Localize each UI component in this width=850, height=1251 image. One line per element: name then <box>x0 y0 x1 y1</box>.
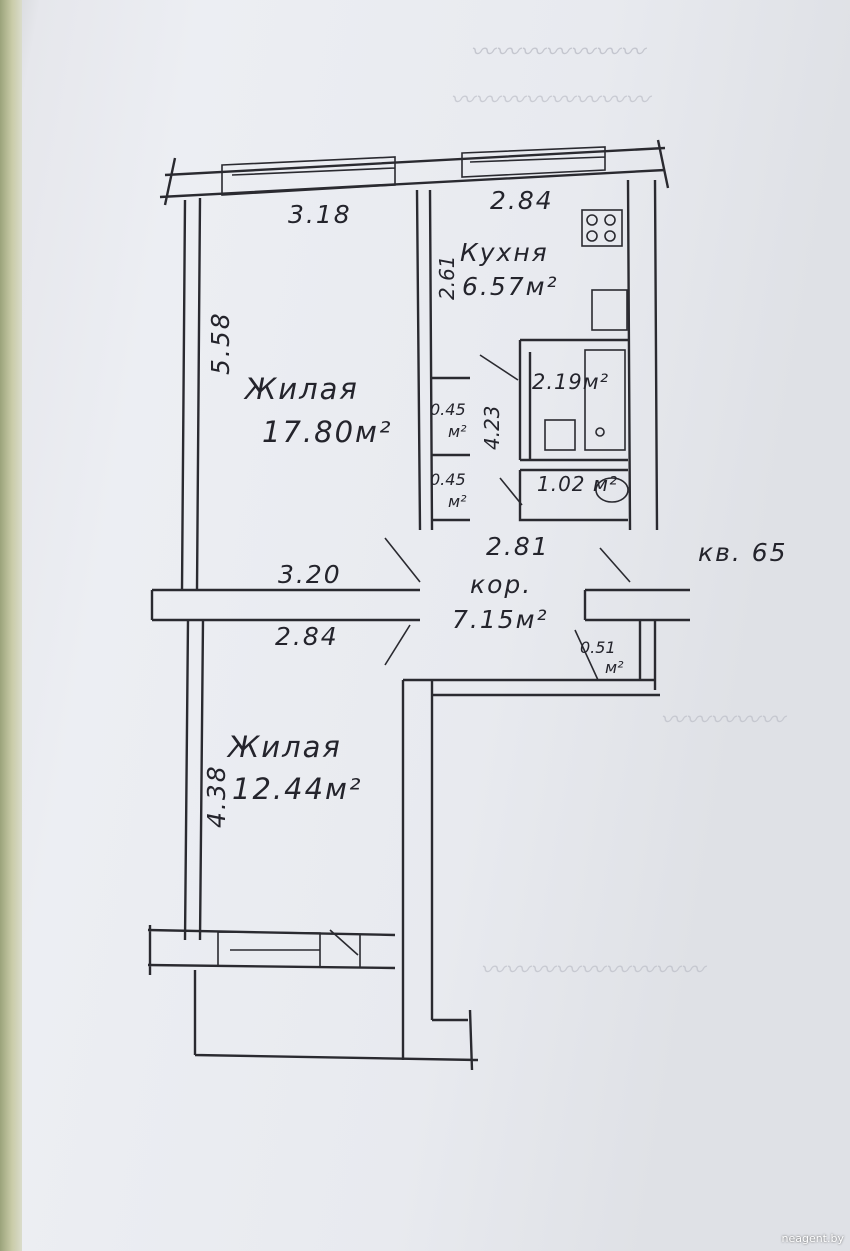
room-living-2-area: 12.44м² <box>232 772 363 806</box>
lower-corridor-wall <box>401 678 468 1060</box>
closet-walls <box>432 376 470 522</box>
room-corridor-area: 7.15м² <box>452 605 549 634</box>
niche-value: 0.51 <box>580 638 616 657</box>
show-through-scribble: 〰〰〰〰〰 <box>660 706 785 734</box>
room-corridor-name: кор. <box>470 570 533 599</box>
middle-partition <box>150 588 420 622</box>
washbasin-icon <box>544 419 576 451</box>
dimension-top-left: 3.18 <box>288 200 352 229</box>
closet-upper-unit: м² <box>448 422 467 441</box>
closet-lower-unit: м² <box>448 492 467 511</box>
corridor-right-wall <box>583 588 690 622</box>
bathroom-walls <box>518 338 628 522</box>
dimension-hall-side: 4.23 <box>480 405 504 450</box>
dimension-left-lower: 4.38 <box>202 764 231 828</box>
window-bottom <box>217 931 321 968</box>
right-exterior-wall <box>626 179 659 531</box>
door-swing <box>384 537 421 666</box>
room-living-1-area: 17.80м² <box>262 415 393 449</box>
room-living-1-name: Жилая <box>245 372 359 406</box>
outer-bottom-line <box>193 970 479 1071</box>
dimension-left-upper: 5.58 <box>206 311 235 375</box>
niche-unit: м² <box>605 658 624 677</box>
paper-edge-background <box>0 0 22 1251</box>
left-exterior-wall-lower <box>183 619 205 941</box>
dimension-top-right: 2.84 <box>490 186 554 215</box>
show-through-scribble: 〰〰〰〰〰〰〰〰〰 <box>480 956 705 984</box>
room-bath-area: 2.19м² <box>532 370 610 394</box>
show-through-scribble: 〰〰〰〰〰〰〰 <box>470 38 645 66</box>
window-top-right <box>461 146 606 178</box>
room-kitchen-name: Кухня <box>460 238 549 267</box>
left-exterior-wall <box>180 197 202 591</box>
room-wc-area: 1.02 м² <box>537 472 618 496</box>
apartment-number-label: кв. 65 <box>698 538 788 567</box>
closet-upper-value: 0.45 <box>430 400 466 419</box>
dimension-kitchen-side: 2.61 <box>435 255 459 300</box>
room-kitchen-area: 6.57м² <box>462 272 559 301</box>
top-exterior-wall <box>159 139 670 206</box>
show-through-scribble: 〰〰〰〰〰〰〰〰 <box>450 86 650 114</box>
closet-lower-value: 0.45 <box>430 470 466 489</box>
dimension-corridor-top: 2.81 <box>486 532 550 561</box>
sink-icon <box>591 289 628 331</box>
stove-icon <box>581 209 623 247</box>
dimension-mid-lower: 2.84 <box>275 622 339 651</box>
niche-walls <box>432 620 660 697</box>
kitchen-wall <box>415 189 434 531</box>
bathtub-icon <box>584 349 626 451</box>
toilet-icon <box>595 477 629 503</box>
site-watermark: neagent.by <box>781 1232 844 1245</box>
dimension-mid-upper: 3.20 <box>278 560 342 589</box>
room-living-2-name: Жилая <box>228 730 342 764</box>
window-top-left <box>221 156 396 196</box>
